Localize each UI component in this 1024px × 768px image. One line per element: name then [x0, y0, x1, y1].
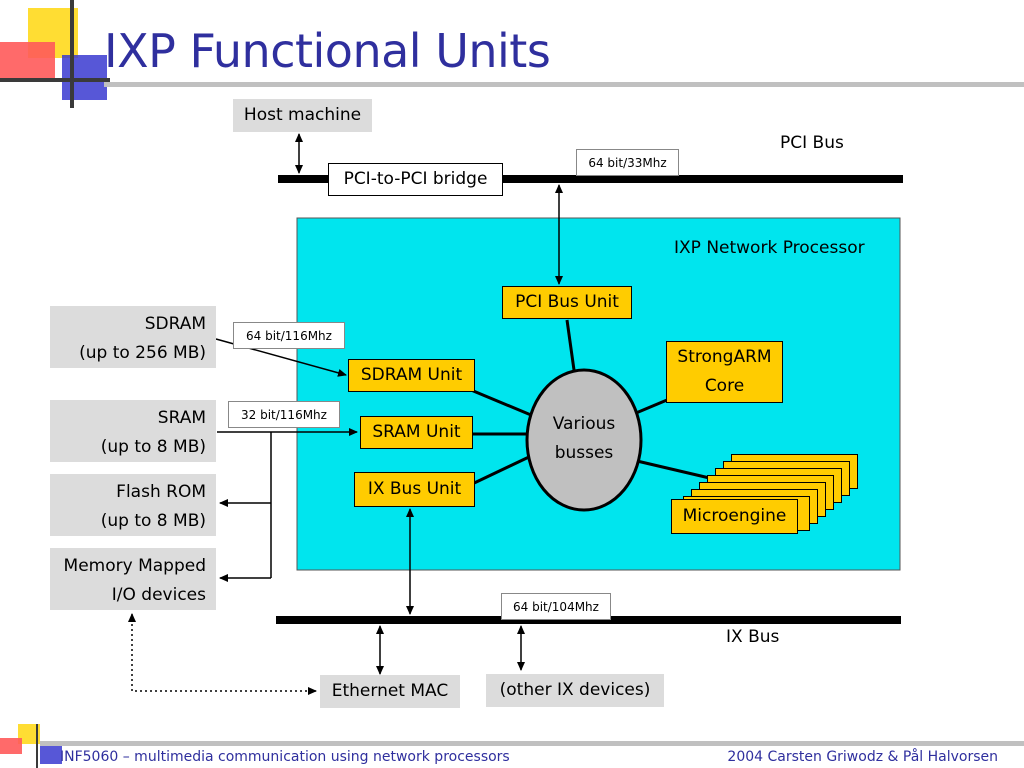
- flash-line2: (up to 8 MB): [100, 511, 206, 531]
- pci-bridge-box: PCI-to-PCI bridge: [328, 163, 503, 196]
- processor-label: IXP Network Processor: [674, 238, 865, 258]
- footer-logo-red: [0, 738, 22, 754]
- mmio-line2: I/O devices: [111, 585, 206, 605]
- various-line1: Various: [552, 414, 616, 434]
- logo-decoration: [0, 0, 110, 108]
- pci-speed-tag: 64 bit/33Mhz: [576, 149, 679, 176]
- sdram-unit: SDRAM Unit: [348, 359, 475, 392]
- various-busses-ellipse: [525, 368, 643, 512]
- microengine-box: Microengine: [671, 499, 798, 534]
- footer-right: 2004 Carsten Griwodz & Pål Halvorsen: [727, 749, 998, 765]
- flash-rom-box: Flash ROM (up to 8 MB): [50, 474, 216, 536]
- ix-speed-tag: 64 bit/104Mhz: [501, 593, 611, 620]
- pci-bus-label: PCI Bus: [780, 133, 844, 153]
- sram-line2: (up to 8 MB): [100, 437, 206, 457]
- various-line2: busses: [554, 443, 614, 463]
- sdram-speed-tag: 64 bit/116Mhz: [233, 322, 345, 349]
- logo-vertical-line: [70, 0, 74, 108]
- ix-bus-bar: [276, 616, 901, 624]
- ethernet-mac-box: Ethernet MAC: [320, 675, 460, 708]
- spoke-pci: [565, 319, 576, 371]
- sram-unit: SRAM Unit: [360, 416, 473, 449]
- strongarm-line1: StrongARM: [677, 347, 772, 367]
- various-busses-label: Various busses: [527, 410, 641, 468]
- footer-rule: [40, 741, 1024, 746]
- pci-bus-unit: PCI Bus Unit: [502, 286, 632, 319]
- mmio-ethernet-dotted-connector: [128, 613, 317, 695]
- host-machine-box: Host machine: [233, 99, 372, 132]
- strongarm-line2: Core: [704, 376, 745, 396]
- strongarm-core-box: StrongARM Core: [666, 341, 783, 403]
- spoke-ixbus: [469, 454, 532, 487]
- footer-logo-yellow: [18, 724, 40, 744]
- flash-line1: Flash ROM: [116, 482, 206, 502]
- sram-line1: SRAM: [157, 408, 206, 428]
- spoke-strongarm: [635, 398, 668, 415]
- ix-bus-label: IX Bus: [726, 627, 780, 647]
- sdram-line1: SDRAM: [144, 314, 206, 334]
- sram-box: SRAM (up to 8 MB): [50, 400, 216, 462]
- mmio-line1: Memory Mapped: [63, 556, 206, 576]
- ix-bus-unit: IX Bus Unit: [354, 472, 475, 507]
- footer-left: INF5060 – multimedia communication using…: [60, 749, 510, 765]
- logo-horizontal-line: [0, 78, 110, 82]
- sdram-line2: (up to 256 MB): [79, 343, 206, 363]
- spoke-microengine: [636, 459, 719, 482]
- slide-title: IXP Functional Units: [104, 24, 551, 78]
- logo-red-square: [0, 42, 55, 82]
- footer-logo-vline: [36, 724, 38, 768]
- footer-logo-decoration: [0, 724, 62, 768]
- sdram-box: SDRAM (up to 256 MB): [50, 306, 216, 368]
- title-rule: [104, 82, 1024, 87]
- logo-blue-square: [62, 55, 107, 100]
- footer-logo-blue: [40, 744, 62, 764]
- spoke-sdram: [470, 388, 532, 417]
- mmio-devices-box: Memory Mapped I/O devices: [50, 548, 216, 610]
- other-ix-devices-box: (other IX devices): [486, 674, 664, 707]
- sram-speed-tag: 32 bit/116Mhz: [228, 401, 340, 428]
- pci-bus-bar: [278, 175, 903, 183]
